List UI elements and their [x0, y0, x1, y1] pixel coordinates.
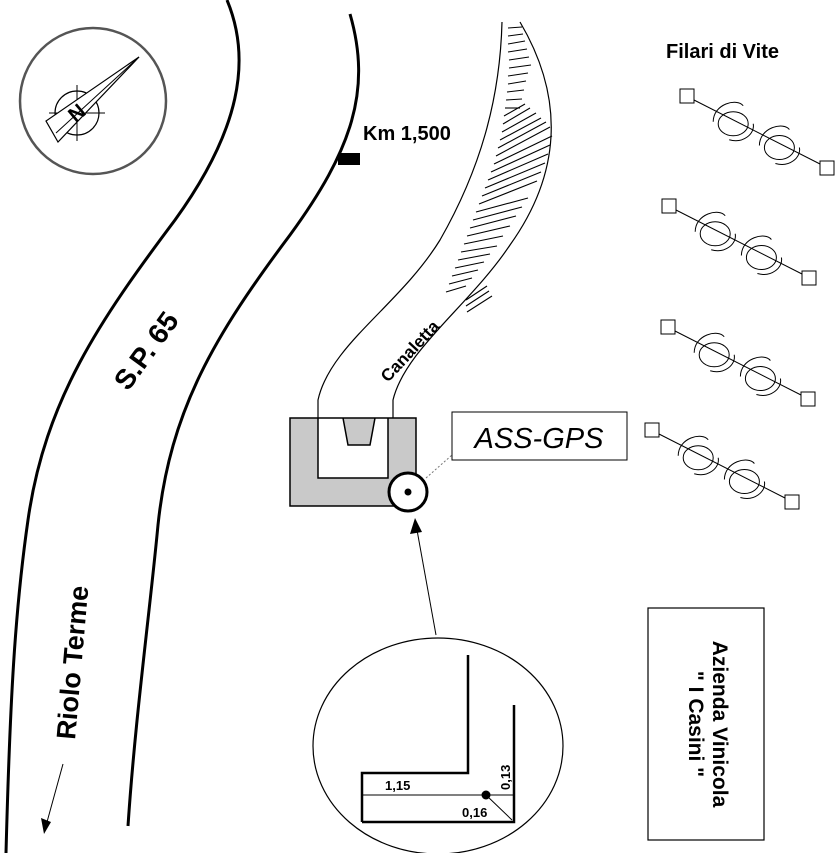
vine-post-icon	[679, 88, 695, 104]
vine-wire	[675, 209, 803, 275]
vine-post-icon	[644, 422, 660, 438]
compass-icon: N	[18, 26, 168, 176]
vine-plant-icon	[693, 332, 735, 373]
direction-label: Riolo Terme	[51, 584, 94, 740]
vine-post-icon	[800, 391, 816, 407]
canal-east-bank	[392, 21, 552, 418]
vine-plant-icon	[694, 211, 736, 252]
vine-post-icon	[784, 494, 800, 510]
canal-label: Canaletta	[377, 316, 443, 385]
vine-plant-icon	[712, 101, 754, 142]
road-label: S.P. 65	[108, 306, 185, 396]
direction-arrow-icon	[41, 763, 64, 834]
vine-plant-icon	[677, 435, 719, 476]
vine-row	[644, 422, 800, 510]
compass-outer-ring	[18, 26, 168, 176]
detail-offset-x-label: 0,16	[462, 805, 487, 820]
km-marker-label: Km 1,500	[363, 123, 451, 145]
benchmark-leader-line	[425, 454, 453, 479]
vine-plant-icon	[740, 235, 783, 275]
vine-rows	[644, 88, 835, 510]
canal-west-bank	[317, 21, 503, 418]
benchmark-label: ASS-GPS	[473, 423, 605, 455]
vine-post-icon	[660, 319, 676, 335]
road-west-edge	[4, 0, 241, 853]
winery-name-line2: " I Casini "	[684, 671, 707, 777]
road-east-edge	[126, 13, 361, 827]
benchmark-label-box	[451, 411, 628, 461]
detail-width-label: 1,15	[385, 778, 410, 793]
vine-plant-icon	[723, 459, 766, 499]
vine-row	[679, 88, 835, 176]
detail-pointer-arrow-icon	[410, 518, 422, 534]
vine-post-icon	[801, 270, 817, 286]
structure-wall	[289, 417, 417, 507]
vine-row	[660, 319, 816, 407]
vine-post-icon	[661, 198, 677, 214]
vine-wire	[658, 433, 786, 499]
canal-hatching	[445, 26, 553, 313]
vine-wire	[674, 330, 802, 396]
km-marker-icon	[338, 153, 360, 165]
winery-label-box	[647, 607, 765, 841]
vine-plant-icon	[739, 356, 782, 396]
vineyard-title: Filari di Vite	[666, 41, 779, 63]
detail-inset-ellipse	[312, 637, 564, 853]
detail-offset-y-label: 0,13	[498, 765, 513, 790]
winery-name-line1: Azienda Vinicola	[708, 641, 731, 808]
vine-post-icon	[819, 160, 835, 176]
detail-inset: 1,15 0,16 0,13	[312, 637, 564, 853]
vine-wire	[693, 99, 821, 165]
vine-row	[661, 198, 817, 286]
vine-plant-icon	[758, 125, 801, 165]
detail-reference-point	[481, 790, 491, 800]
